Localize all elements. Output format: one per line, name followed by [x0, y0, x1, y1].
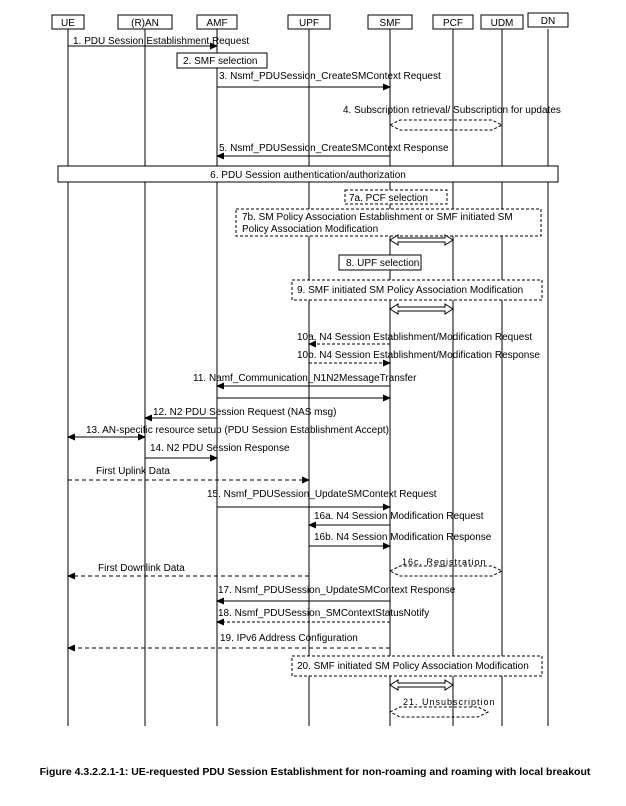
step-2: 2. SMF selection: [176, 52, 268, 69]
step-14: 14. N2 PDU Session Response: [145, 443, 290, 462]
step-16c: 16c. Registration: [388, 557, 504, 577]
svg-text:17. Nsmf_PDUSession_UpdateSMCo: 17. Nsmf_PDUSession_UpdateSMContext Resp…: [218, 585, 456, 596]
svg-text:1. PDU Session Establishment R: 1. PDU Session Establishment Request: [73, 36, 249, 47]
step-13: 13. AN-specific resource setup (PDU Sess…: [67, 425, 389, 441]
svg-text:UE: UE: [61, 18, 75, 29]
step-21: 21. Unsubscription: [388, 697, 496, 718]
svg-text:8. UPF selection: 8. UPF selection: [346, 258, 419, 269]
entity-pcf: PCF: [432, 14, 474, 30]
svg-text:UPF: UPF: [299, 18, 319, 29]
step-16b: 16b. N4 Session Modification Response: [309, 532, 492, 550]
step-8: 8. UPF selection: [338, 254, 422, 271]
step-10b: 10b. N4 Session Establishment/Modificati…: [297, 350, 540, 367]
sequence-diagram: UE (R)AN AMF UPF SMF PCF UDM DN: [51, 12, 569, 726]
double-arrow: [389, 303, 454, 315]
first-uplink-data: First Uplink Data: [68, 466, 310, 484]
svg-text:10b. N4 Session Establishment/: 10b. N4 Session Establishment/Modificati…: [297, 350, 540, 361]
entity-udm: UDM: [480, 14, 524, 30]
step-17: 17. Nsmf_PDUSession_UpdateSMContext Resp…: [216, 585, 456, 605]
svg-text:11. Namf_Communication_N1N2Mes: 11. Namf_Communication_N1N2MessageTransf…: [193, 373, 417, 384]
svg-text:19. IPv6 Address Configuration: 19. IPv6 Address Configuration: [220, 633, 358, 644]
svg-text:15. Nsmf_PDUSession_UpdateSMCo: 15. Nsmf_PDUSession_UpdateSMContext Requ…: [207, 489, 437, 500]
svg-text:SMF: SMF: [379, 18, 400, 29]
first-downlink-data: First Downlink Data: [67, 563, 309, 580]
svg-text:12. N2 PDU Session Request (NA: 12. N2 PDU Session Request (NAS msg): [153, 407, 336, 418]
step-3: 3. Nsmf_PDUSession_CreateSMContext Reque…: [217, 71, 441, 91]
entity-amf: AMF: [196, 14, 238, 30]
svg-text:14. N2 PDU Session Response: 14. N2 PDU Session Response: [150, 443, 290, 454]
svg-text:7b. SM Policy Association Esta: 7b. SM Policy Association Establishment …: [242, 212, 513, 223]
svg-text:21. Unsubscription: 21. Unsubscription: [403, 697, 496, 707]
svg-text:18. Nsmf_PDUSession_SMContextS: 18. Nsmf_PDUSession_SMContextStatusNotif…: [218, 608, 429, 619]
step-4: 4. Subscription retrieval/ Subscription …: [343, 105, 561, 131]
figure-caption: Figure 4.3.2.2.1-1: UE-requested PDU Ses…: [39, 766, 591, 778]
double-arrow: [389, 234, 454, 246]
double-arrow: [389, 679, 454, 691]
svg-text:2. SMF selection: 2. SMF selection: [183, 56, 257, 67]
svg-text:16b. N4 Session Modification R: 16b. N4 Session Modification Response: [314, 532, 492, 543]
step-18: 18. Nsmf_PDUSession_SMContextStatusNotif…: [216, 608, 429, 626]
svg-text:4. Subscription retrieval/ Sub: 4. Subscription retrieval/ Subscription …: [343, 105, 561, 116]
step-12: 12. N2 PDU Session Request (NAS msg): [144, 407, 336, 422]
svg-text:16a. N4 Session Modification R: 16a. N4 Session Modification Request: [314, 511, 484, 522]
step-16a: 16a. N4 Session Modification Request: [308, 511, 484, 529]
step-10a: 10a. N4 Session Establishment/Modificati…: [297, 332, 532, 348]
svg-text:7a. PCF selection: 7a. PCF selection: [349, 193, 428, 204]
svg-text:6. PDU Session authentication/: 6. PDU Session authentication/authorizat…: [210, 170, 406, 181]
step-7a: 7a. PCF selection: [344, 189, 448, 205]
step-9: 9. SMF initiated SM Policy Association M…: [291, 279, 543, 315]
step-7b: 7b. SM Policy Association Establishment …: [235, 208, 542, 246]
step-5: 5. Nsmf_PDUSession_CreateSMContext Respo…: [216, 143, 449, 160]
step-15: 15. Nsmf_PDUSession_UpdateSMContext Requ…: [207, 489, 437, 511]
svg-text:Policy Association Modificatio: Policy Association Modification: [242, 224, 378, 235]
step-11: 11. Namf_Communication_N1N2MessageTransf…: [193, 373, 417, 402]
svg-text:First Uplink Data: First Uplink Data: [96, 466, 170, 477]
svg-text:3. Nsmf_PDUSession_CreateSMCon: 3. Nsmf_PDUSession_CreateSMContext Reque…: [219, 71, 441, 82]
step-20: 20. SMF initiated SM Policy Association …: [291, 655, 543, 691]
svg-text:20. SMF initiated SM Policy As: 20. SMF initiated SM Policy Association …: [297, 661, 529, 672]
svg-text:5. Nsmf_PDUSession_CreateSMCon: 5. Nsmf_PDUSession_CreateSMContext Respo…: [219, 143, 449, 154]
entity-headers: UE (R)AN AMF UPF SMF PCF UDM DN: [51, 12, 569, 30]
svg-text:(R)AN: (R)AN: [131, 18, 159, 29]
svg-text:DN: DN: [541, 16, 555, 27]
step-1: 1. PDU Session Establishment Request: [68, 36, 249, 50]
svg-text:AMF: AMF: [206, 18, 227, 29]
svg-text:9. SMF initiated SM Policy Ass: 9. SMF initiated SM Policy Association M…: [297, 285, 523, 296]
svg-text:13. AN-specific resource setup: 13. AN-specific resource setup (PDU Sess…: [86, 425, 389, 436]
entity-dn: DN: [527, 12, 569, 28]
svg-text:PCF: PCF: [443, 18, 463, 29]
step-6: 6. PDU Session authentication/authorizat…: [57, 165, 559, 183]
lifelines: [67, 29, 549, 726]
entity-upf: UPF: [287, 14, 331, 30]
svg-text:UDM: UDM: [491, 18, 514, 29]
entity-ue: UE: [51, 14, 85, 30]
entity-ran: (R)AN: [117, 14, 173, 30]
svg-text:First Downlink Data: First Downlink Data: [98, 563, 185, 574]
svg-text:10a. N4 Session Establishment/: 10a. N4 Session Establishment/Modificati…: [297, 332, 532, 343]
entity-smf: SMF: [367, 14, 413, 30]
step-19: 19. IPv6 Address Configuration: [67, 633, 390, 652]
svg-text:16c. Registration: 16c. Registration: [402, 557, 487, 567]
